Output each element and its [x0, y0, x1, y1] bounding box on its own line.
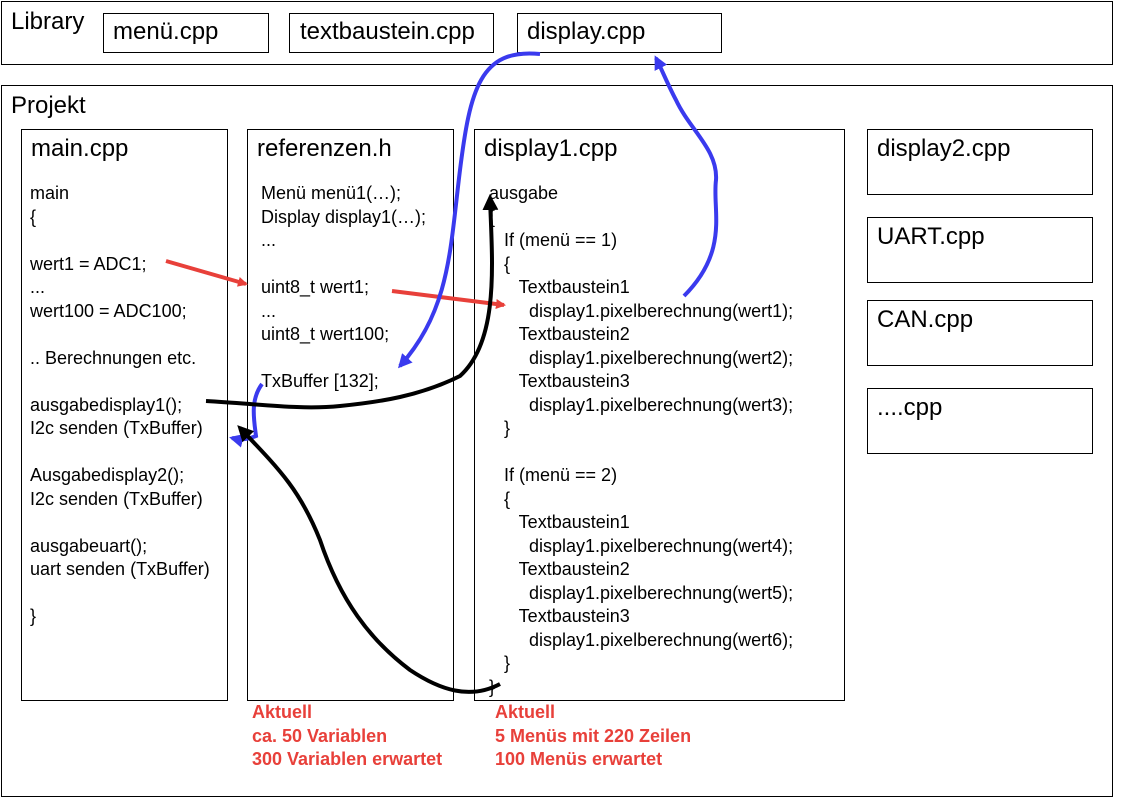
code-line: ausgabedisplay1();: [30, 394, 183, 415]
main-cpp-box[interactable]: main.cpp: [21, 129, 228, 701]
code-line: {: [489, 206, 496, 227]
code-line: Menü menü1(…);: [261, 183, 402, 203]
display1-cpp-code: ausgabe{ If (menü == 1) { Textbaustein1 …: [489, 182, 793, 699]
code-line: Textbaustein2: [489, 324, 630, 344]
code-line: ausgabeuart();: [30, 535, 148, 556]
display1-cpp-title: display1.cpp: [484, 135, 618, 162]
code-line: uint8_t wert1;: [261, 277, 370, 297]
other-cpp-title: ....cpp: [877, 394, 943, 421]
display1-note: Aktuell 5 Menüs mit 220 Zeilen 100 Menüs e…: [495, 701, 691, 772]
code-line: wert1 = ADC1;: [30, 253, 147, 274]
can-cpp-title: CAN.cpp: [877, 306, 974, 333]
code-line: [489, 441, 793, 465]
code-line: {: [30, 206, 37, 227]
referenzen-note: Aktuell ca. 50 Variablen 300 Variablen erw…: [252, 701, 442, 772]
library-file-menu-label: menü.cpp: [113, 18, 219, 45]
code-line: display1.pixelberechnung(wert1);: [489, 300, 794, 321]
code-line: Textbaustein2: [489, 559, 630, 579]
can-cpp-box[interactable]: CAN.cpp: [867, 300, 1093, 366]
code-line: Textbaustein3: [489, 606, 630, 626]
code-line: Ausgabedisplay2();: [30, 465, 185, 485]
code-line: {: [489, 253, 511, 274]
code-line: [261, 347, 426, 371]
code-line: }: [489, 653, 511, 673]
code-line: Textbaustein1: [489, 512, 630, 532]
library-file-textbaustein-label: textbaustein.cpp: [300, 18, 475, 45]
display2-cpp-box[interactable]: display2.cpp: [867, 129, 1093, 195]
code-line: }: [489, 676, 496, 697]
code-line: I2c senden (TxBuffer): [30, 488, 203, 509]
uart-cpp-box[interactable]: UART.cpp: [867, 217, 1093, 283]
main-cpp-code: main{ wert1 = ADC1;...wert100 = ADC100; …: [30, 182, 210, 629]
code-line: Textbaustein1: [489, 277, 630, 297]
note-line: Aktuell: [252, 702, 313, 722]
code-line: ...: [261, 230, 277, 250]
code-line: ...: [261, 300, 277, 321]
code-line: [261, 253, 426, 277]
code-line: main: [30, 183, 70, 203]
code-line: [30, 441, 210, 465]
library-file-menu[interactable]: menü.cpp: [103, 13, 269, 53]
code-line: ausgabe: [489, 183, 559, 203]
code-line: Textbaustein3: [489, 371, 630, 391]
code-line: [30, 229, 210, 253]
note-line: 100 Menüs erwartet: [495, 749, 663, 769]
display2-cpp-title: display2.cpp: [877, 135, 1011, 162]
code-line: .. Berechnungen etc.: [30, 347, 197, 368]
code-line: ...: [30, 277, 46, 297]
code-line: Display display1(…);: [261, 206, 427, 227]
library-file-textbaustein[interactable]: textbaustein.cpp: [289, 13, 494, 53]
library-title: Library: [11, 8, 85, 35]
code-line: display1.pixelberechnung(wert4);: [489, 535, 794, 556]
referenzen-h-title: referenzen.h: [257, 135, 392, 162]
code-line: wert100 = ADC100;: [30, 300, 187, 321]
note-line: ca. 50 Variablen: [252, 725, 388, 746]
code-line: TxBuffer [132];: [261, 371, 379, 391]
main-cpp-title: main.cpp: [31, 135, 129, 162]
code-line: If (menü == 2): [489, 465, 618, 485]
code-line: display1.pixelberechnung(wert2);: [489, 347, 794, 368]
code-line: {: [489, 488, 511, 509]
referenzen-h-code: Menü menü1(…); Display display1(…);... ui…: [261, 182, 426, 394]
code-line: display1.pixelberechnung(wert3);: [489, 394, 794, 415]
uart-cpp-title: UART.cpp: [877, 223, 985, 250]
code-line: If (menü == 1): [489, 230, 618, 250]
code-line: display1.pixelberechnung(wert6);: [489, 629, 794, 650]
note-line: 300 Variablen erwartet: [252, 749, 443, 769]
code-line: [30, 323, 210, 347]
code-line: [30, 582, 210, 606]
note-line: 5 Menüs mit 220 Zeilen: [495, 725, 692, 746]
projekt-title: Projekt: [11, 92, 86, 119]
code-line: [30, 370, 210, 394]
library-file-display-label: display.cpp: [527, 18, 646, 45]
code-line: I2c senden (TxBuffer): [30, 418, 203, 438]
code-line: [30, 511, 210, 535]
library-file-display[interactable]: display.cpp: [517, 13, 722, 53]
code-line: }: [489, 418, 511, 438]
code-line: uart senden (TxBuffer): [30, 559, 210, 579]
note-line: Aktuell: [495, 702, 556, 722]
code-line: display1.pixelberechnung(wert5);: [489, 582, 794, 603]
other-cpp-box[interactable]: ....cpp: [867, 388, 1093, 454]
code-line: uint8_t wert100;: [261, 324, 390, 344]
code-line: }: [30, 606, 37, 626]
